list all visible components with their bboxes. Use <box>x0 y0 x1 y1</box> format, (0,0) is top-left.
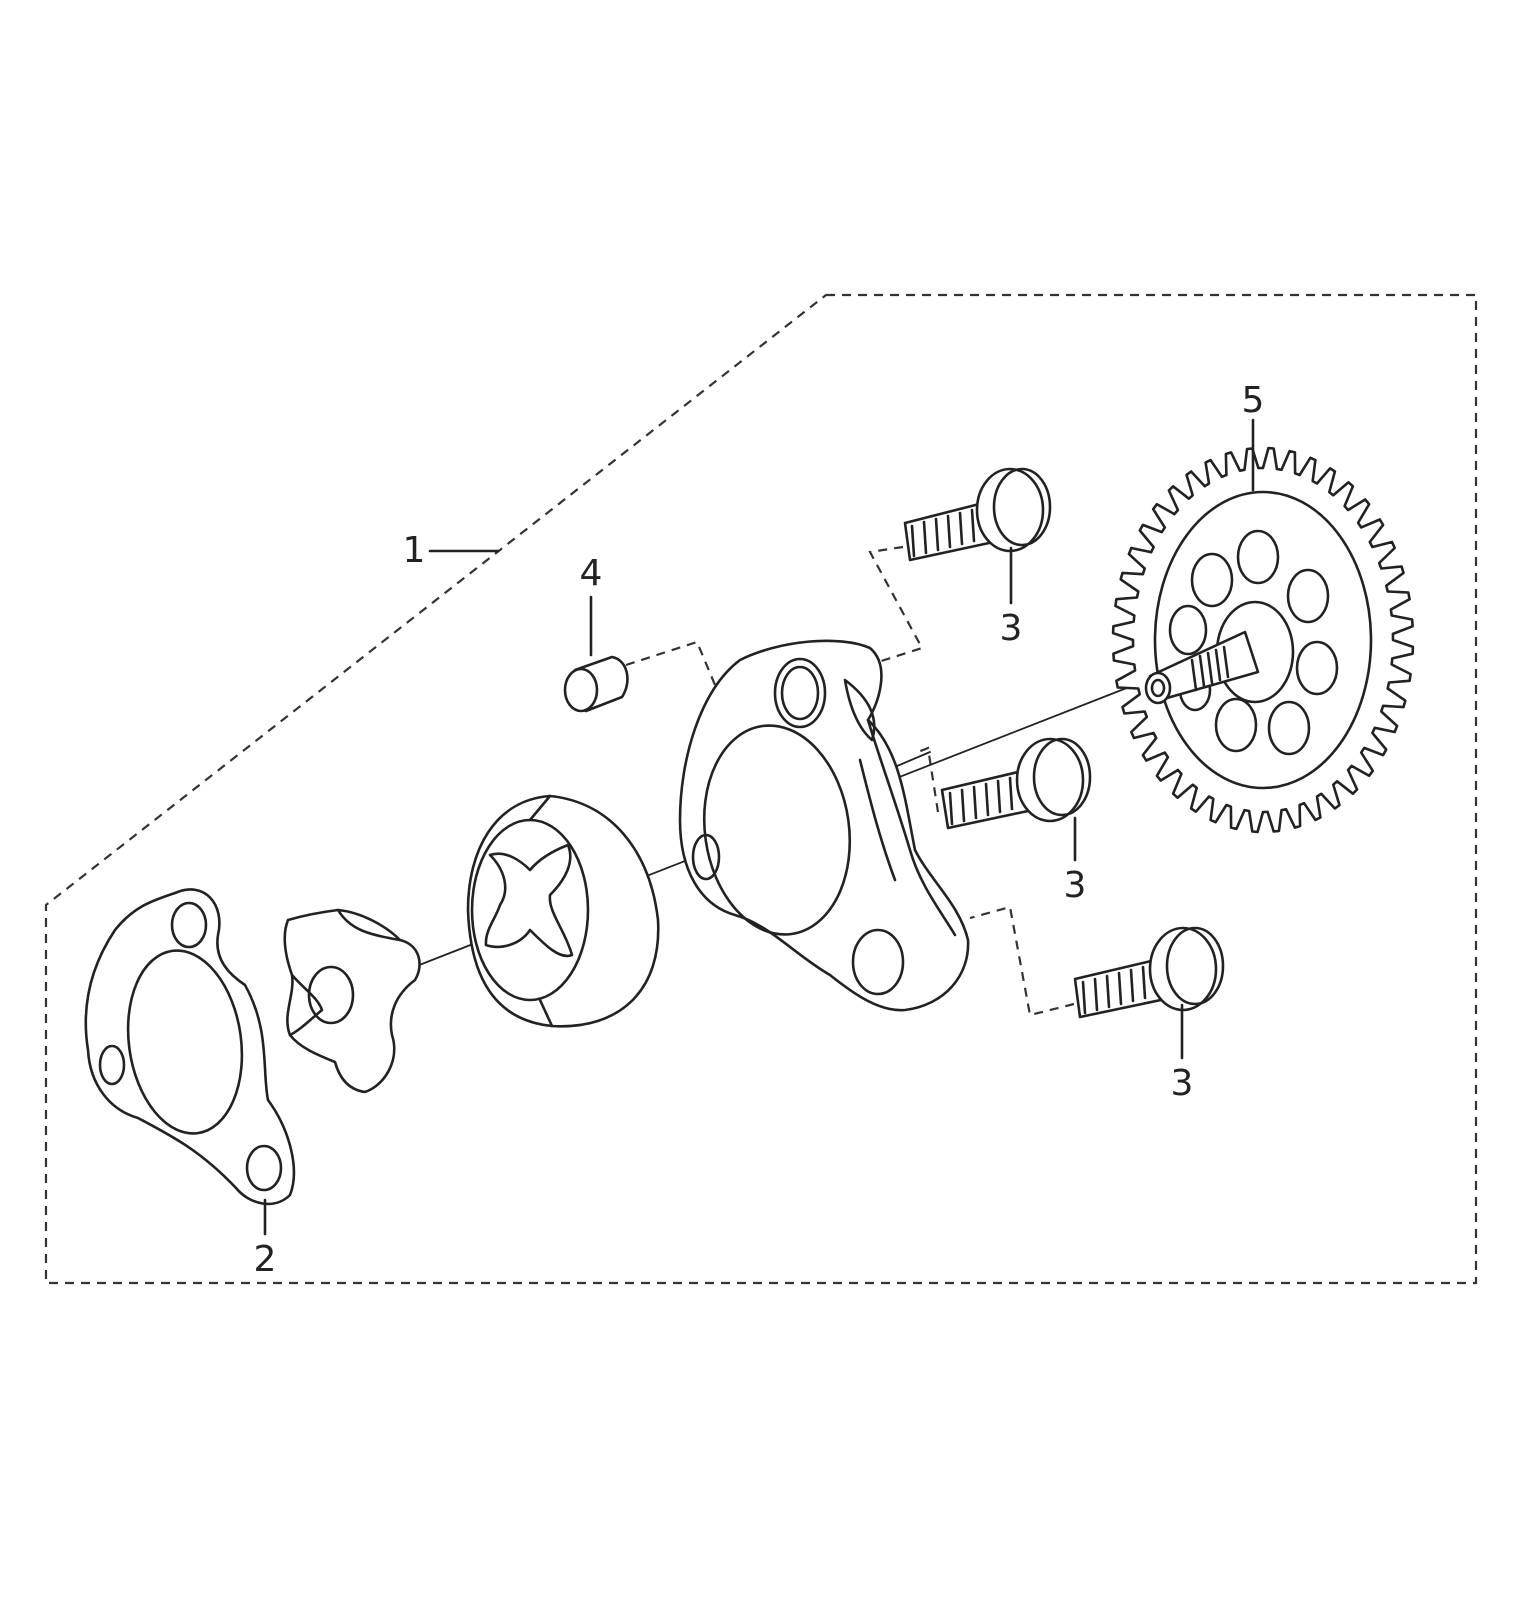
callout-1-label: 1 <box>403 530 426 571</box>
gasket <box>84 888 296 1206</box>
inner-rotor <box>283 908 421 1094</box>
callout-3-middle-label: 3 <box>1064 865 1087 906</box>
bolt-top <box>903 467 1052 562</box>
bolt-middle-alignment-leader <box>917 746 940 813</box>
outer-rotor <box>466 794 660 1028</box>
callout-2-label: 2 <box>254 1239 277 1280</box>
callout-3-bottom-label: 3 <box>1171 1063 1194 1104</box>
bolt-middle <box>940 737 1092 830</box>
callout-3-top-label: 3 <box>1000 608 1023 649</box>
bolt-bottom-alignment-leader <box>969 905 1075 1017</box>
dowel-pin <box>563 655 629 713</box>
drive-gear <box>1111 446 1415 834</box>
callout-4-label: 4 <box>580 553 603 594</box>
dowel-alignment-leader <box>625 640 791 718</box>
bolt-top-alignment-leader <box>868 545 924 664</box>
bolt-bottom <box>1073 926 1225 1019</box>
pump-housing <box>678 639 970 1012</box>
callout-5-label: 5 <box>1242 380 1265 421</box>
assembly-boundary <box>44 293 1478 1285</box>
